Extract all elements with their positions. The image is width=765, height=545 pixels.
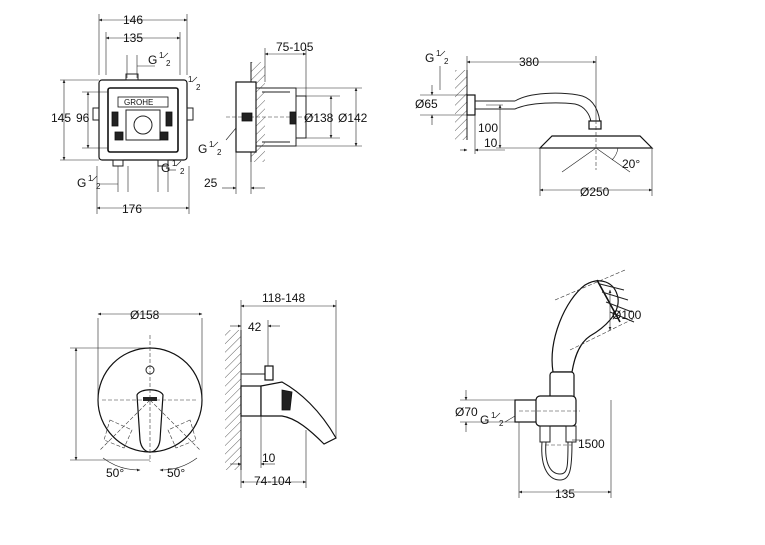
dim-d158: Ø158 — [130, 308, 160, 322]
svg-text:G: G — [425, 51, 434, 65]
dim-145: 145 — [51, 111, 71, 125]
valve-body-front-view: 146 135 G 1 2 G 1 2 — [51, 13, 201, 216]
svg-text:1: 1 — [172, 159, 177, 168]
thread-label-elbow: G 1 2 — [480, 411, 504, 428]
svg-text:G: G — [480, 413, 489, 427]
dim-25: 25 — [204, 176, 218, 190]
svg-text:1: 1 — [159, 51, 164, 60]
dim-74-104: 74-104 — [254, 474, 292, 488]
dim-42: 42 — [248, 320, 262, 334]
thread-label-side: G 1 2 — [198, 140, 222, 157]
dim-100: 100 — [478, 121, 498, 135]
thread-label-bottom-right: G 1 2 — [161, 159, 185, 176]
dim-1500: 1500 — [578, 437, 605, 451]
dim-10-arm: 10 — [484, 136, 498, 150]
dim-d142: Ø142 — [338, 111, 368, 125]
svg-text:2: 2 — [166, 59, 171, 68]
dim-angle-50-left: 50° — [106, 466, 124, 480]
dim-d138: Ø138 — [304, 111, 334, 125]
svg-text:2: 2 — [180, 167, 185, 176]
trim-side-view: 118-148 42 10 74-104 — [225, 291, 337, 488]
grohe-logo: GROHE — [117, 96, 169, 108]
svg-text:G: G — [77, 176, 86, 190]
dim-176: 176 — [122, 202, 142, 216]
dim-146: 146 — [123, 13, 143, 27]
svg-text:1: 1 — [491, 411, 496, 420]
dim-75-105: 75-105 — [276, 40, 314, 54]
dim-angle-50-right: 50° — [167, 466, 185, 480]
dim-118-148: 118-148 — [262, 291, 305, 305]
dim-angle-20: 20° — [622, 157, 640, 171]
dim-135-hand: 135 — [555, 487, 575, 501]
dim-10-trim: 10 — [262, 451, 276, 465]
dim-d100-hand: Ø100 — [612, 308, 642, 322]
svg-text:G: G — [161, 161, 170, 175]
svg-text:2: 2 — [196, 83, 201, 92]
thread-label-top: G 1 2 — [148, 51, 171, 68]
svg-text:2: 2 — [96, 182, 101, 191]
svg-text:2: 2 — [499, 419, 504, 428]
svg-text:1: 1 — [88, 174, 93, 183]
svg-text:2: 2 — [217, 148, 222, 157]
svg-text:2: 2 — [444, 57, 449, 66]
dim-135: 135 — [123, 31, 143, 45]
dim-d65: Ø65 — [415, 97, 438, 111]
dim-d70: Ø70 — [455, 405, 478, 419]
svg-text:1: 1 — [188, 75, 193, 84]
thread-label-arm: G 1 2 — [425, 49, 449, 66]
shower-arm-view: 380 G 1 2 Ø65 100 10 20° Ø250 — [415, 49, 654, 199]
dim-d250: Ø250 — [580, 185, 610, 199]
hand-shower-view: Ø100 Ø70 G 1 2 1500 135 — [455, 269, 642, 501]
dim-96: 96 — [76, 111, 90, 125]
svg-text:G: G — [148, 53, 157, 67]
svg-text:1: 1 — [436, 49, 441, 58]
thread-label-bottom-left: G 1 2 — [77, 174, 101, 191]
svg-text:GROHE: GROHE — [124, 98, 153, 107]
trim-front-view: Ø158 50° 50° — [70, 308, 203, 480]
valve-body-side-view: 75-105 Ø138 Ø142 G 1 2 25 — [198, 40, 368, 194]
svg-text:1: 1 — [209, 140, 214, 149]
dim-380: 380 — [519, 55, 539, 69]
svg-text:G: G — [198, 142, 207, 156]
